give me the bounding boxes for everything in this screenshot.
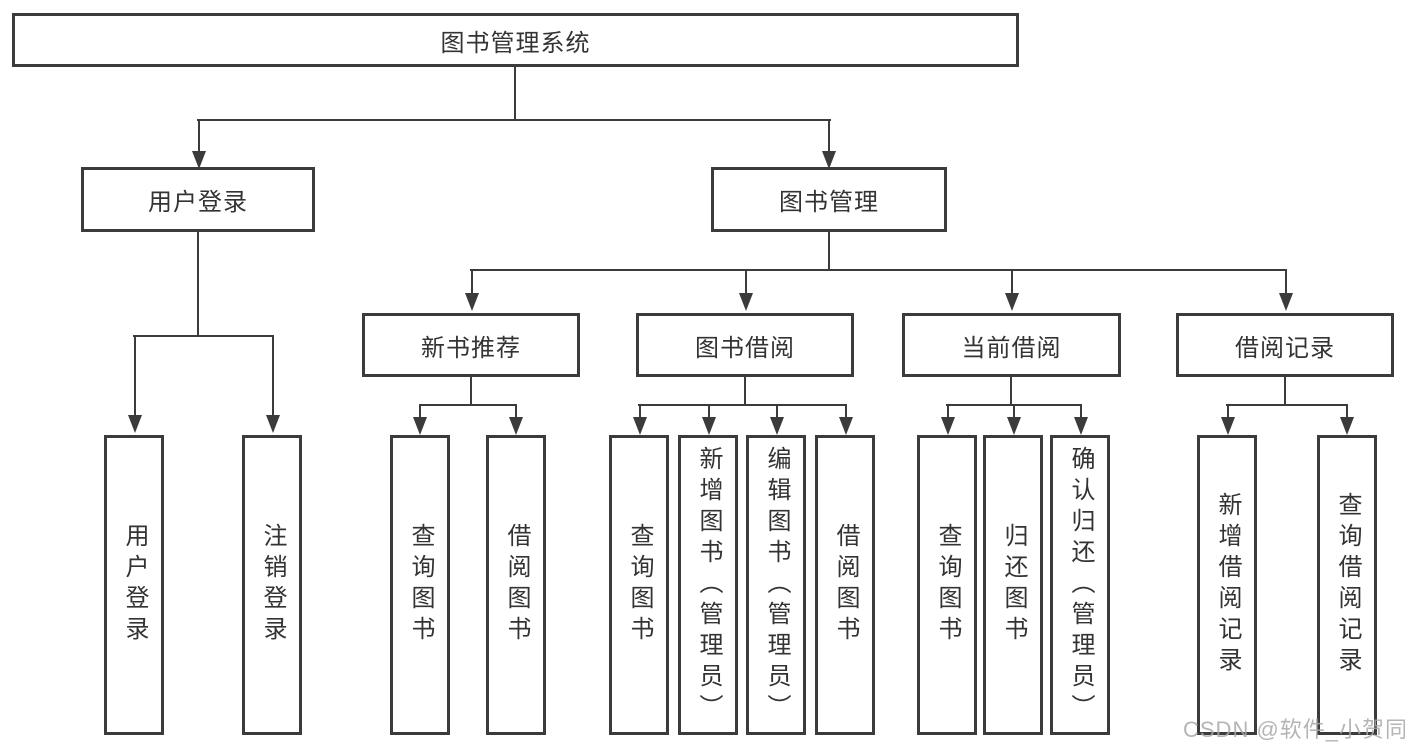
connector-s1-branch — [638, 404, 846, 406]
connector-s3-branch — [1226, 404, 1348, 406]
arrow-to-current-borrow — [1005, 269, 1019, 311]
arrow-s2-leaf1 — [1007, 404, 1021, 435]
arrow-s3-leaf1 — [1340, 404, 1354, 435]
leaf-records-query: 查询借阅记录 — [1317, 435, 1377, 735]
connector-s0-branch — [419, 404, 517, 406]
arrow-to-logout-leaf — [266, 335, 280, 433]
arrow-s1-leaf0 — [633, 404, 647, 435]
node-book-management: 图书管理 — [711, 167, 947, 232]
arrow-s2-leaf2 — [1074, 404, 1088, 435]
connector-mgmt-stub — [828, 230, 830, 271]
arrow-s1-leaf3 — [839, 404, 853, 435]
watermark: CSDN @软件_小贺同学 — [1183, 717, 1405, 742]
leaf-newbooks-query: 查询图书 — [390, 435, 450, 735]
connector-root-stub — [514, 65, 516, 121]
node-current-borrow: 当前借阅 — [902, 313, 1121, 377]
arrow-s1-leaf2 — [770, 404, 784, 435]
arrow-to-user-login — [192, 119, 206, 169]
arrow-s0-leaf1 — [509, 404, 523, 435]
connector-root-branch — [197, 119, 831, 121]
arrow-s0-leaf0 — [413, 404, 427, 435]
node-root: 图书管理系统 — [12, 13, 1019, 67]
node-user-login: 用户登录 — [81, 167, 315, 232]
leaf-borrow-borrow-book: 借阅图书 — [815, 435, 875, 735]
leaf-newbooks-borrow: 借阅图书 — [486, 435, 546, 735]
leaf-borrow-query: 查询图书 — [609, 435, 669, 735]
arrow-s1-leaf1 — [702, 404, 716, 435]
connector-s0-stub — [470, 375, 472, 406]
connector-user-stub — [197, 230, 199, 337]
leaf-borrow-add-book: 新增图书（管理员） — [678, 435, 738, 735]
node-borrow-records: 借阅记录 — [1176, 313, 1394, 377]
connector-mgmt-branch — [470, 269, 1286, 271]
arrow-s2-leaf0 — [941, 404, 955, 435]
leaf-user-login: 用户登录 — [104, 435, 164, 735]
arrow-to-book-borrow — [739, 269, 753, 311]
arrow-to-book-management — [822, 119, 836, 169]
connector-s3-stub — [1284, 375, 1286, 406]
node-new-books: 新书推荐 — [362, 313, 580, 377]
leaf-current-confirm-return: 确认归还（管理员） — [1050, 435, 1110, 735]
node-book-borrow: 图书借阅 — [636, 313, 854, 377]
leaf-borrow-edit-book: 编辑图书（管理员） — [746, 435, 806, 735]
arrow-to-borrow-records — [1279, 269, 1293, 311]
connector-user-branch — [133, 335, 273, 337]
connector-s2-stub — [1010, 375, 1012, 406]
arrow-to-user-login-leaf — [128, 335, 142, 433]
arrow-s3-leaf0 — [1221, 404, 1235, 435]
arrow-to-new-books — [465, 269, 479, 311]
connector-s1-stub — [744, 375, 746, 406]
leaf-current-return: 归还图书 — [983, 435, 1043, 735]
leaf-current-query: 查询图书 — [917, 435, 977, 735]
leaf-logout: 注销登录 — [242, 435, 302, 735]
leaf-records-add: 新增借阅记录 — [1197, 435, 1257, 735]
